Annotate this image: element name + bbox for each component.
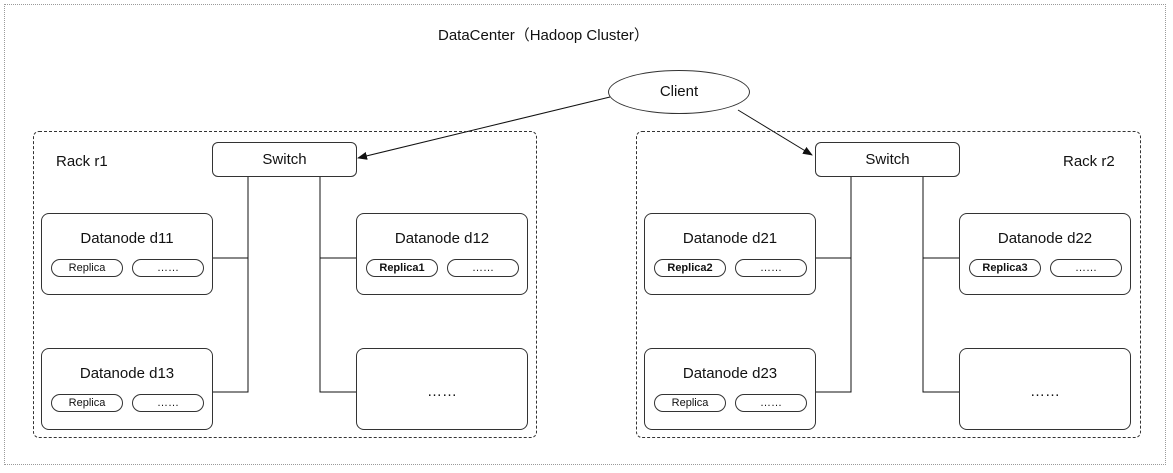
datanode-d23: Datanode d23 Replica ……	[644, 348, 816, 430]
more-pill: ……	[132, 259, 204, 277]
more-pill: ……	[735, 394, 807, 412]
datanode-title: Datanode d23	[682, 365, 778, 382]
switch-r1-label: Switch	[262, 151, 307, 168]
more-pill: ……	[735, 259, 807, 277]
datanode-placeholder-r2: ……	[959, 348, 1131, 430]
replica-pill: Replica	[51, 394, 123, 412]
rack-r2-label: Rack r2	[1063, 153, 1115, 170]
rack-r2-wiring	[815, 176, 959, 393]
replica2-pill: Replica2	[654, 259, 726, 277]
datanode-title: Datanode d21	[682, 230, 778, 247]
replica1-pill: Replica1	[366, 259, 438, 277]
more-pill: ……	[132, 394, 204, 412]
rack-r1-label: Rack r1	[56, 153, 108, 170]
rack-r1-wiring	[212, 176, 356, 393]
datanode-title: Datanode d12	[394, 230, 490, 247]
client-label: Client	[659, 83, 699, 100]
datacenter-frame	[4, 4, 1166, 465]
datanode-d22: Datanode d22 Replica3 ……	[959, 213, 1131, 295]
replica3-pill: Replica3	[969, 259, 1041, 277]
client-to-switch-r2-arrow	[737, 109, 813, 156]
switch-r2-label: Switch	[865, 151, 910, 168]
datanode-d11: Datanode d11 Replica ……	[41, 213, 213, 295]
replica-pill: Replica	[51, 259, 123, 277]
switch-r2: Switch	[815, 142, 960, 177]
datanode-d21: Datanode d21 Replica2 ……	[644, 213, 816, 295]
datanode-placeholder-r1: ……	[356, 348, 528, 430]
rack-r1	[33, 131, 537, 438]
placeholder-dots: ……	[1030, 383, 1060, 400]
placeholder-dots: ……	[427, 383, 457, 400]
client-node: Client	[608, 70, 750, 114]
rack-r2	[636, 131, 1141, 438]
datanode-d13: Datanode d13 Replica ……	[41, 348, 213, 430]
more-pill: ……	[1050, 259, 1122, 277]
switch-r1: Switch	[212, 142, 357, 177]
datanode-title: Datanode d22	[997, 230, 1093, 247]
datacenter-title: DataCenter（Hadoop Cluster）	[438, 27, 649, 44]
client-to-switch-r1-arrow	[357, 96, 611, 160]
more-pill: ……	[447, 259, 519, 277]
datanode-d12: Datanode d12 Replica1 ……	[356, 213, 528, 295]
replica-pill: Replica	[654, 394, 726, 412]
datanode-title: Datanode d11	[80, 230, 174, 247]
datanode-title: Datanode d13	[79, 365, 175, 382]
